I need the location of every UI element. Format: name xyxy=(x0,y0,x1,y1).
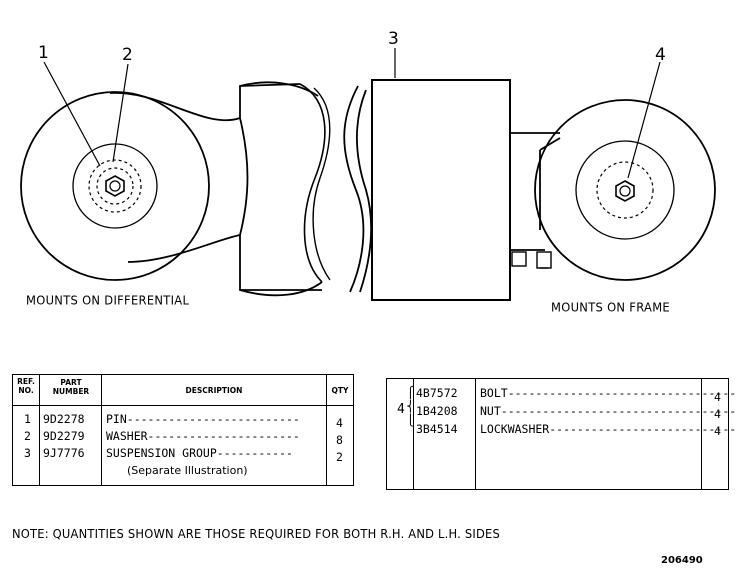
row2-desc: WASHER---------------------- xyxy=(106,429,300,443)
caption-mounts-on-frame: MOUNTS ON FRAME xyxy=(551,299,670,315)
row3-ref: 3 xyxy=(24,446,31,460)
r-row2-part: 1B4208 xyxy=(416,404,458,418)
brace-bot: ⎩ xyxy=(407,414,414,427)
r-row3-part: 3B4514 xyxy=(416,422,458,436)
callout-numbers: 1 2 3 4 xyxy=(38,29,666,65)
callout-2: 2 xyxy=(122,45,133,65)
right-mount-eye xyxy=(510,99,716,281)
r-row1-desc: BOLT--------------------------------- xyxy=(480,386,737,400)
row3-note: (Separate Illustration) xyxy=(127,464,248,477)
left-mount-eye xyxy=(20,81,323,297)
r-row3-qty: 4 xyxy=(714,424,721,438)
row2-part: 9D2279 xyxy=(43,429,85,443)
row2-ref: 2 xyxy=(24,429,31,443)
document-number: 206490 xyxy=(661,555,703,566)
r-row3-desc: LOCKWASHER--------------------------- xyxy=(480,422,737,436)
quantities-note: NOTE: QUANTITIES SHOWN ARE THOSE REQUIRE… xyxy=(12,526,500,542)
brace-top: ⎧ xyxy=(407,386,414,399)
row1-qty: 4 xyxy=(336,416,343,430)
suspension-mount-drawing: 1 2 3 4 xyxy=(20,29,716,301)
header-qty: QTY xyxy=(331,386,349,395)
caption-mounts-on-differential: MOUNTS ON DIFFERENTIAL xyxy=(26,292,190,308)
right-ref: 4 xyxy=(397,402,405,417)
row3-desc: SUSPENSION GROUP----------- xyxy=(106,446,293,460)
header-part-number: PART NUMBER xyxy=(52,378,90,396)
parts-table-left: REF. NO. PART NUMBER DESCRIPTION QTY 1 9… xyxy=(12,374,354,486)
r-row2-desc: NUT---------------------------------- xyxy=(480,404,737,418)
row1-desc: PIN------------------------- xyxy=(106,412,300,426)
callout-4: 4 xyxy=(655,45,666,65)
header-description: DESCRIPTION xyxy=(185,386,243,395)
r-row1-qty: 4 xyxy=(714,390,721,404)
row3-qty: 2 xyxy=(336,450,343,464)
brace-mid: ⎨ xyxy=(407,400,414,413)
leader-lines xyxy=(43,48,661,179)
parts-table-right: 4 ⎧ ⎨ ⎩ 4B7572 BOLT---------------------… xyxy=(386,378,736,490)
r-row1-part: 4B7572 xyxy=(416,386,458,400)
row3-part: 9J7776 xyxy=(43,446,85,460)
header-ref-no: REF. NO. xyxy=(17,377,35,395)
suspension-group-cylinder xyxy=(343,79,511,301)
callout-1: 1 xyxy=(38,43,49,63)
row1-part: 9D2278 xyxy=(43,412,85,426)
r-row2-qty: 4 xyxy=(714,407,721,421)
row1-ref: 1 xyxy=(24,412,31,426)
left-body-twist xyxy=(239,83,331,291)
callout-3: 3 xyxy=(388,29,399,49)
row2-qty: 8 xyxy=(336,433,343,447)
